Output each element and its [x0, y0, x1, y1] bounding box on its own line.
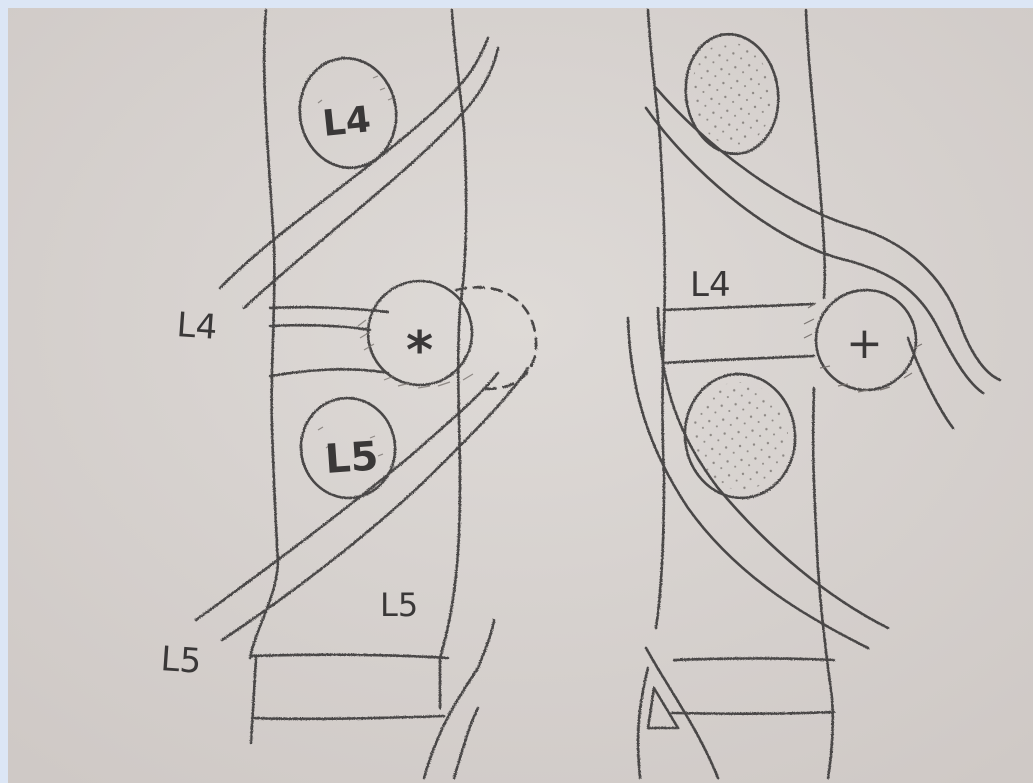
right-root-label: L4 — [690, 265, 731, 305]
left-lesion-mark: * — [406, 321, 433, 381]
right-lesion-mark: + — [846, 318, 883, 369]
left-root-label-lower: L5 — [159, 639, 202, 682]
sketch-frame: L4 L5 L4 L5 L5 * — [8, 8, 1033, 783]
left-root-label-upper: L4 — [175, 305, 218, 348]
left-vertebra-label-upper: L4 — [321, 99, 373, 145]
left-vertebra-label-lower: L5 — [323, 433, 379, 483]
sketch-canvas: L4 L5 L4 L5 L5 * — [8, 8, 1033, 783]
left-body-label-lower: L5 — [380, 586, 418, 624]
